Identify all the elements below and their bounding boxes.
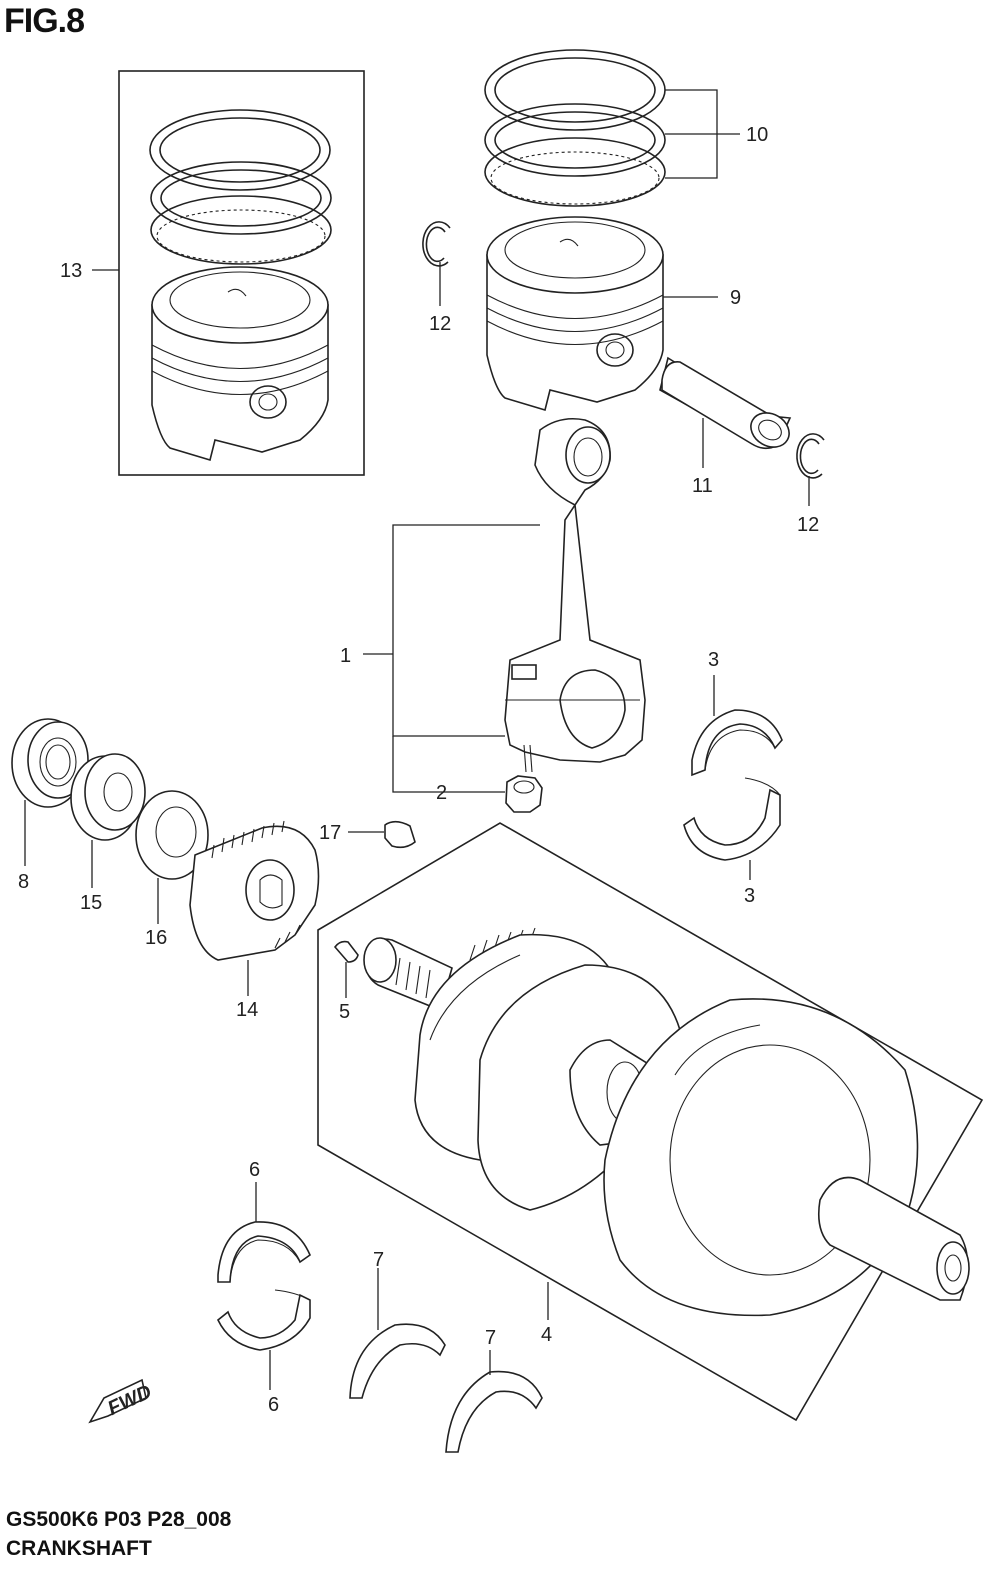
part-7-thrust-washer-left [349,1268,446,1399]
callout-17: 17 [319,822,341,844]
part-3-conrod-bearing-lower [683,777,781,880]
part-2-nut [392,736,543,813]
part-14-primary-drive-gear [189,820,320,996]
part-13-piston-kit [92,70,365,476]
model-code: GS500K6 P03 P28_008 [6,1508,232,1531]
callout-15: 15 [80,892,102,914]
callout-3-upper: 3 [708,649,719,671]
part-9-piston [486,216,718,412]
callout-6-upper: 6 [249,1159,260,1181]
callout-9: 9 [730,287,741,309]
callout-13: 13 [60,260,82,282]
callout-5: 5 [339,1001,350,1023]
part-12-circlip-upper [422,221,451,306]
part-6-journal-bearing-lower [217,1289,311,1390]
part-7-thrust-washer-right [445,1350,543,1453]
callout-8: 8 [18,871,29,893]
callout-12-lower: 12 [797,514,819,536]
part-6-journal-bearing-upper [217,1182,311,1283]
figure-title: FIG.8 [4,2,85,40]
part-5-pin [333,940,359,998]
callout-14: 14 [236,999,258,1021]
part-4-crankshaft [317,822,984,1422]
callout-4: 4 [541,1324,552,1346]
part-10-piston-rings [484,49,740,207]
part-15-spacer [70,753,146,888]
callout-11: 11 [692,475,713,497]
part-11-piston-pin [659,356,792,468]
callout-10: 10 [746,124,768,146]
part-17-key [348,820,416,849]
callout-1: 1 [340,645,351,667]
part-3-conrod-bearing-upper [691,675,783,777]
callout-3-lower: 3 [744,885,755,907]
part-1-connecting-rod [363,417,646,773]
callout-6-lower: 6 [268,1394,279,1416]
part-12-circlip-lower [796,433,825,506]
callout-7-right: 7 [485,1327,496,1349]
callout-2: 2 [436,782,447,804]
callout-16: 16 [145,927,167,949]
callout-12-upper: 12 [429,313,451,335]
part-8-oil-seal [11,718,89,866]
figure-caption: CRANKSHAFT [6,1537,152,1560]
fwd-arrow: FWD [88,1378,155,1424]
callout-7-left: 7 [373,1249,384,1271]
part-16-washer [135,790,209,924]
